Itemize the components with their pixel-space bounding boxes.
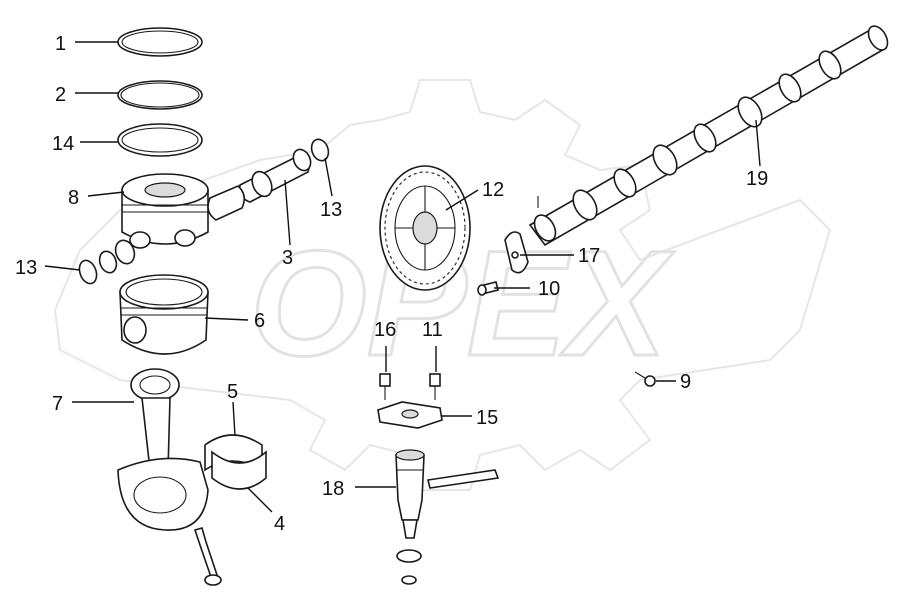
bolt-16 [379,373,391,400]
callout-5: 5 [227,381,238,403]
piston-ring-2 [117,80,203,110]
watermark-gear [53,79,832,491]
snap-ring-13-upper [310,138,330,162]
injector-clamp-15 [377,401,443,429]
piston-8 [121,173,209,249]
callout-4: 4 [274,513,285,535]
callout-17: 17 [578,245,600,267]
bolt-10 [477,281,499,296]
callout-3: 3 [282,247,293,269]
thrust-plate-17 [504,231,529,274]
callout-13-upper: 13 [320,199,342,221]
injector-18 [395,449,500,585]
bolt-11 [429,373,441,400]
bolt-9 [634,371,656,387]
camshaft-19 [528,25,889,247]
callout-13-lower: 13 [15,257,37,279]
cam-gear-12 [379,165,471,291]
piston-6 [119,274,209,355]
callout-6: 6 [254,310,265,332]
callout-18: 18 [322,478,344,500]
leader-lines [44,41,761,513]
callout-8: 8 [68,187,79,209]
callout-19: 19 [746,168,768,190]
callout-7: 7 [52,393,63,415]
snap-ring-13-lower [78,239,136,285]
piston-ring-14 [117,123,203,157]
callout-16: 16 [374,319,396,341]
callouts: 1 2 14 8 13 13 3 6 7 5 4 12 19 17 10 16 … [15,33,768,535]
callout-2: 2 [55,84,66,106]
callout-15: 15 [476,407,498,429]
callout-14: 14 [52,133,74,155]
connecting-rod-7 [117,368,222,586]
callout-11: 11 [422,319,443,341]
callout-1: 1 [55,33,66,55]
bearing-shell-4 [211,450,267,490]
callout-10: 10 [538,278,560,300]
piston-pin-3 [207,148,312,221]
callout-12: 12 [482,179,504,201]
piston-ring-1 [117,27,203,57]
callout-9: 9 [680,371,691,393]
